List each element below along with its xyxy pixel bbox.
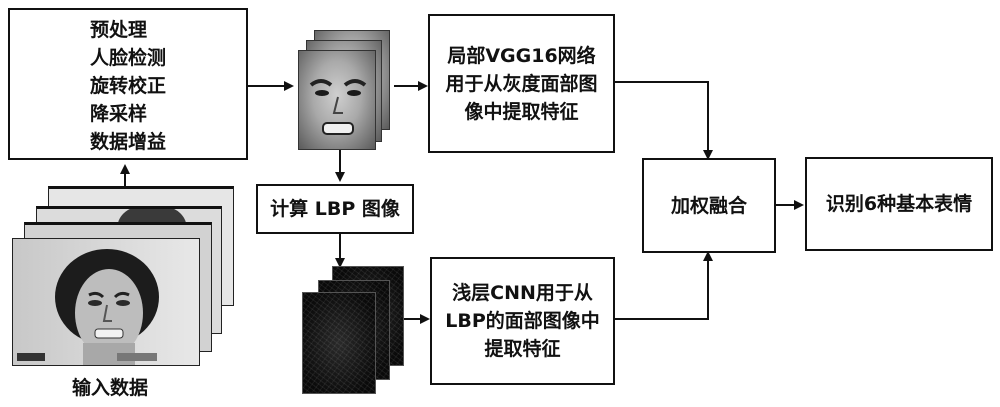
fusion-label: 加权融合 <box>671 192 747 220</box>
result-box: 识别6种基本表情 <box>805 157 993 251</box>
preprocess-step-face-detect: 人脸检测 <box>90 44 246 72</box>
face-photo-graphic <box>13 239 200 366</box>
preprocess-step-rotation: 旋转校正 <box>90 72 246 100</box>
lbp-compute-label: 计算 LBP 图像 <box>270 195 400 223</box>
vgg-line-1: 局部VGG16网络 <box>447 42 595 70</box>
input-photo-front <box>12 238 200 366</box>
preprocess-box: 预处理 人脸检测 旋转校正 降采样 数据增益 <box>8 8 248 160</box>
cnn-line-2: LBP的面部图像中 <box>445 307 600 335</box>
arrow-cnn-to-fusion <box>615 253 708 319</box>
vgg-box: 局部VGG16网络 用于从灰度面部图 像中提取特征 <box>428 14 615 153</box>
fusion-box: 加权融合 <box>642 158 776 253</box>
preprocess-title: 预处理 <box>90 16 246 44</box>
cnn-line-3: 提取特征 <box>484 335 560 363</box>
cnn-box: 浅层CNN用于从 LBP的面部图像中 提取特征 <box>430 257 615 385</box>
cnn-line-1: 浅层CNN用于从 <box>452 279 593 307</box>
input-caption: 输入数据 <box>72 373 148 400</box>
lbp-compute-box: 计算 LBP 图像 <box>256 184 414 234</box>
preprocess-step-downsample: 降采样 <box>90 100 246 128</box>
arrow-vgg-to-fusion <box>615 82 708 158</box>
result-label: 识别6种基本表情 <box>826 190 972 218</box>
vgg-line-3: 像中提取特征 <box>464 98 578 126</box>
lbp-image-front <box>302 292 376 394</box>
vgg-line-2: 用于从灰度面部图 <box>445 70 597 98</box>
cropped-face-graphic <box>299 51 376 150</box>
face-thumb-front <box>298 50 376 150</box>
preprocess-step-augment: 数据增益 <box>90 128 246 156</box>
